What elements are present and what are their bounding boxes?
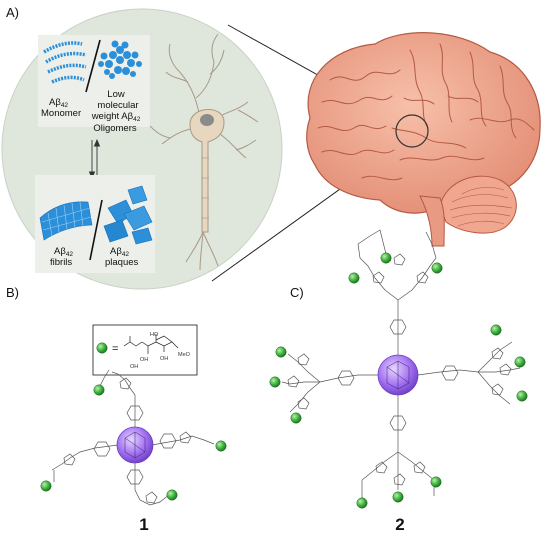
green-ball-2e — [269, 376, 281, 388]
fibrils-label: Aβ42 — [54, 246, 73, 258]
green-ball-2f — [290, 412, 302, 424]
green-ball-2j — [356, 497, 368, 509]
brain-illustration — [306, 32, 541, 247]
monomer-icon — [43, 41, 87, 84]
panel-a-label: A) — [6, 5, 19, 20]
green-ball-2i — [516, 390, 528, 402]
plaque-icon — [103, 185, 153, 245]
brain-highlight-circle — [395, 114, 429, 148]
fibril-icon — [39, 201, 93, 241]
compound-2-label: 2 — [395, 515, 404, 534]
glycan-oh-1: OH — [140, 357, 148, 363]
oligomer-label-1: Low — [107, 89, 125, 100]
green-ball-2b — [348, 272, 360, 284]
oligomer-label-2: molecular — [97, 100, 138, 111]
compound-2-structure — [269, 229, 528, 509]
green-ball-2d — [275, 346, 287, 358]
green-ball-2l — [430, 476, 442, 488]
green-ball-2a — [380, 252, 392, 264]
green-ball-1b — [40, 480, 52, 492]
oligomer-icon — [98, 40, 142, 79]
compound-1-structure — [40, 369, 227, 506]
compound-1-label: 1 — [139, 515, 148, 534]
myelin-segments — [201, 157, 209, 219]
panel-c-label: C) — [290, 285, 304, 300]
divider-slash-top — [85, 39, 101, 93]
neuron-nucleus — [200, 114, 214, 126]
green-ball-2g — [490, 324, 502, 336]
glycan-oh-2: OH — [130, 364, 138, 370]
green-ball-2k — [392, 491, 404, 503]
oligomer-label-4: Oligomers — [93, 123, 137, 134]
legend-box — [92, 324, 198, 376]
green-ball-1a — [93, 384, 105, 396]
equilibrium-arrows — [88, 138, 101, 180]
plaques-label: Aβ42 — [110, 246, 129, 258]
oligomer-label-3: weight Aβ42 — [91, 111, 141, 123]
neuron-body — [189, 109, 225, 233]
glycan-ho: HO — [150, 332, 159, 338]
green-ball-2c — [431, 262, 443, 274]
glycan-oh-3: OH — [160, 356, 168, 362]
panel-b-label: B) — [6, 285, 19, 300]
glycan-structure — [123, 334, 179, 354]
legend-green-ball — [96, 342, 108, 354]
green-ball-1d — [166, 489, 178, 501]
glycan-meo: MeO — [178, 352, 191, 358]
monomer-label: Aβ42 — [49, 97, 68, 109]
fibrils-label-2: fibrils — [50, 257, 72, 268]
monomer-label-2: Monomer — [41, 108, 81, 119]
green-ball-1c — [215, 440, 227, 452]
plaques-label-2: plaques — [105, 257, 139, 268]
legend-equals: = — [112, 343, 118, 355]
divider-slash-bottom — [89, 199, 103, 261]
green-ball-2h — [514, 356, 526, 368]
